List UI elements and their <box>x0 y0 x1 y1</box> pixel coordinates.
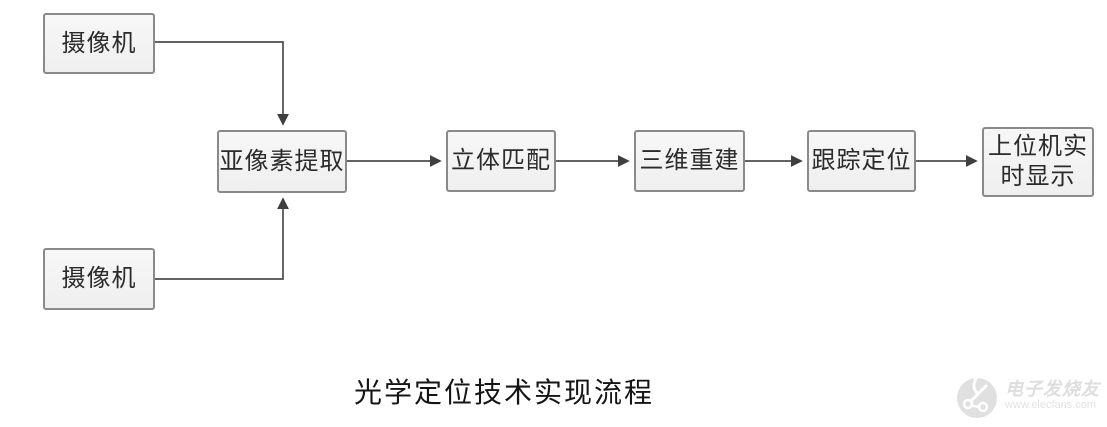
node-camera-bottom: 摄像机 <box>43 248 155 310</box>
node-subpixel-extraction: 亚像素提取 <box>217 130 347 193</box>
watermark-text: 电子发烧友 www.elecfans.com <box>1005 378 1100 412</box>
watermark-url: www.elecfans.com <box>1005 399 1097 412</box>
node-stereo-matching: 立体匹配 <box>446 130 556 192</box>
node-3d-reconstruction: 三维重建 <box>634 130 745 192</box>
node-tracking-positioning: 跟踪定位 <box>807 130 916 192</box>
node-camera-top: 摄像机 <box>43 13 155 74</box>
diagram-caption: 光学定位技术实现流程 <box>353 378 654 409</box>
connector-camera-top-to-subpixel <box>155 41 289 126</box>
node-host-realtime-display: 上位机实时显示 <box>982 127 1094 197</box>
watermark: 电子发烧友 www.elecfans.com <box>953 368 1103 423</box>
watermark-brand: 电子发烧友 <box>1005 378 1100 399</box>
elecfans-logo-icon <box>957 373 997 418</box>
connector-camera-bottom-to-subpixel <box>155 197 289 280</box>
